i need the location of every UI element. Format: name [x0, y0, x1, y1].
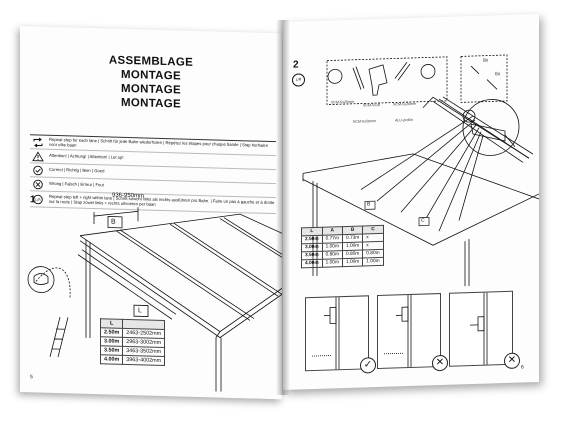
count-label-8x: 8x — [483, 57, 489, 64]
legend-text-correct: Correct | Richtig | Bien | Goed — [49, 167, 105, 174]
legend-text-warning: Attention! | Achtung! | Attention! | Let… — [49, 153, 124, 161]
count-label-6x: 6x — [495, 71, 501, 78]
left-right-icon: L/R — [33, 194, 43, 204]
bracket-detail-drawing — [470, 292, 488, 365]
roof-frame-drawing — [27, 207, 282, 392]
tool-label-2: SCM-5x18 — [363, 102, 380, 108]
bracket-detail-drawing — [312, 297, 340, 370]
label-b: B — [367, 201, 371, 208]
roof-fixing-drawing — [302, 54, 539, 287]
cross-circle-icon — [33, 179, 43, 189]
legend-box: Repeat step for each lane | Schritt für … — [30, 134, 276, 215]
spacing-cell: 4.00m — [301, 259, 323, 268]
spacing-cell: 1.00m — [322, 258, 343, 268]
tool-label-5: ALU-profile — [395, 117, 413, 123]
label-c: C — [421, 217, 425, 224]
spacing-table: L A B C 2.50m 0.77m 0.73m x 3.00m 1.00m … — [301, 225, 384, 269]
length-size-cell: 4.00m — [100, 354, 123, 365]
spacing-cell: 1.00m — [362, 257, 384, 266]
legend-row-correct: Correct | Richtig | Bien | Goed — [30, 163, 276, 185]
check-circle-icon — [33, 165, 43, 175]
detail-panel-wrong-1 — [377, 293, 441, 370]
tool-label-3: SCM-5x20mm — [393, 101, 416, 107]
legend-row-wrong: Wrong | Falsch | Erreur | Fout — [30, 177, 276, 199]
book-spine — [276, 20, 290, 395]
bracket-detail-drawing — [384, 294, 412, 368]
detail-panel-wrong-2 — [449, 290, 513, 367]
warning-icon — [32, 150, 44, 161]
check-circle-icon: ✓ — [360, 357, 376, 374]
left-page: ASSEMBLAGE MONTAGE MONTAGE MONTAGE Repea… — [20, 26, 282, 400]
label-b: B — [111, 218, 116, 226]
svg-text:L/R: L/R — [35, 197, 41, 201]
legend-row-left-right: L/R Repeat step left + right within lane… — [30, 191, 276, 215]
repeat-icon — [33, 137, 43, 147]
page-number-right: 6 — [521, 364, 524, 371]
legend-row-repeat: Repeat step for each lane | Schritt für … — [30, 135, 276, 157]
right-page: 2 L/R — [283, 13, 539, 391]
cross-circle-icon: ✕ — [504, 352, 520, 370]
tool-label-4: SCM-5x50mm — [353, 119, 376, 124]
cross-circle-icon: ✕ — [432, 354, 448, 372]
label-l: L — [138, 307, 142, 315]
dimension-top-label: 936-950mm — [112, 192, 145, 200]
detail-panel-correct — [305, 295, 369, 372]
legend-row-warning: Attention! | Achtung! | Attention! | Let… — [30, 149, 276, 171]
tool-label-1: SCM-5x25mm — [331, 99, 354, 105]
page-number-left: 5 — [30, 374, 33, 381]
length-range-cell: 3963-4002mm — [122, 355, 165, 366]
spacing-cell: 1.00m — [342, 257, 363, 267]
